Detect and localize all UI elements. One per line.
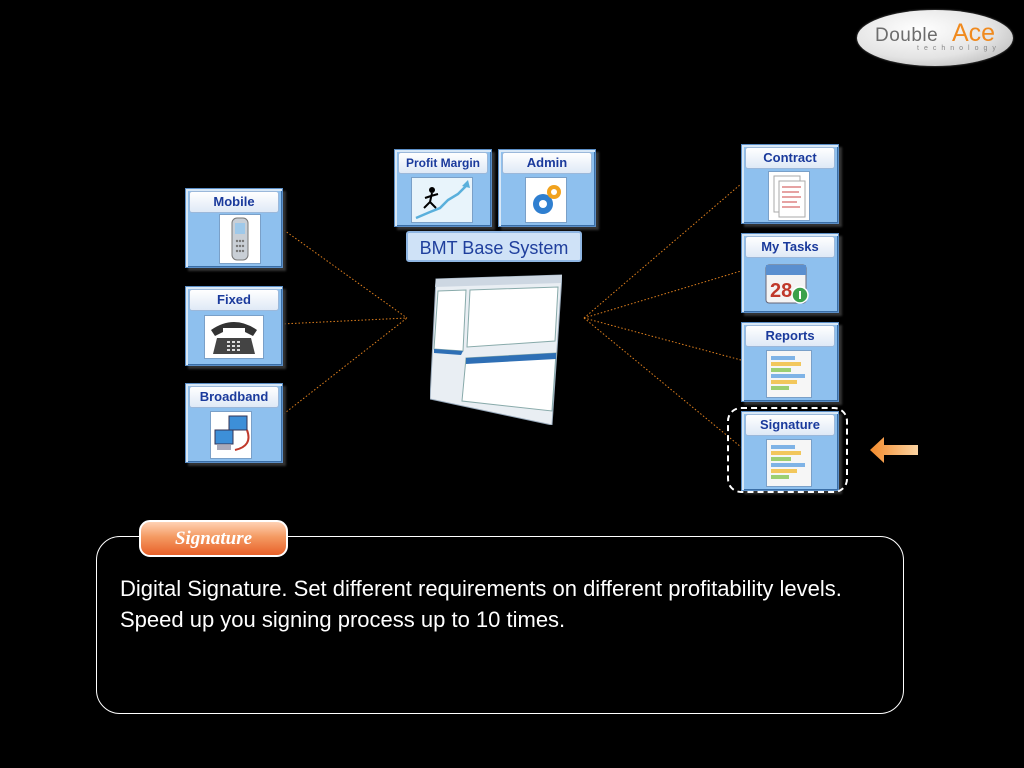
description-panel xyxy=(96,536,904,714)
svg-text:28: 28 xyxy=(770,280,792,302)
logo-tagline: technology xyxy=(917,45,1001,52)
gears-icon xyxy=(525,177,567,223)
connector-mobile xyxy=(280,227,408,319)
module-reports-label: Reports xyxy=(745,325,835,347)
connector-broadband xyxy=(280,317,408,417)
desk-phone-icon xyxy=(204,315,264,359)
network-computers-icon xyxy=(210,411,252,459)
bmt-base-system-label: BMT Base System xyxy=(406,231,582,262)
module-my-tasks[interactable]: My Tasks 28 xyxy=(741,233,839,313)
mobile-phone-icon xyxy=(219,214,261,264)
channel-broadband[interactable]: Broadband xyxy=(185,383,283,463)
pointer-arrow-icon xyxy=(870,436,918,464)
module-contract[interactable]: Contract xyxy=(741,144,839,224)
logo-word-ace: Ace xyxy=(952,19,996,47)
description-text: Digital Signature. Set different require… xyxy=(120,576,842,632)
double-ace-logo: Double Ace technology xyxy=(857,10,1013,66)
channel-fixed-label: Fixed xyxy=(189,289,279,311)
connector-fixed xyxy=(280,317,408,325)
signature-report-icon xyxy=(766,439,812,487)
module-signature[interactable]: Signature xyxy=(741,411,839,491)
module-profit-margin[interactable]: Profit Margin xyxy=(394,149,492,227)
logo-word-double: Double xyxy=(875,25,939,46)
connector-signature xyxy=(583,317,742,448)
module-signature-label: Signature xyxy=(745,414,835,436)
module-contract-label: Contract xyxy=(745,147,835,169)
calendar-icon: 28 xyxy=(764,261,810,307)
connector-contract xyxy=(583,183,742,319)
module-admin[interactable]: Admin xyxy=(498,149,596,227)
module-profit-margin-label: Profit Margin xyxy=(398,152,488,174)
bmt-application-screenshot xyxy=(429,273,563,426)
connector-my-tasks xyxy=(583,270,742,319)
channel-mobile-label: Mobile xyxy=(189,191,279,213)
profit-chart-icon xyxy=(411,177,473,223)
channel-fixed[interactable]: Fixed xyxy=(185,286,283,366)
channel-mobile[interactable]: Mobile xyxy=(185,188,283,268)
channel-broadband-label: Broadband xyxy=(189,386,279,408)
signature-highlight-frame xyxy=(727,407,848,493)
module-reports[interactable]: Reports xyxy=(741,322,839,402)
module-my-tasks-label: My Tasks xyxy=(745,236,835,258)
connector-reports xyxy=(583,317,742,361)
contract-document-icon xyxy=(768,171,810,221)
module-admin-label: Admin xyxy=(502,152,592,174)
description-title-tab: Signature xyxy=(139,520,288,557)
report-icon xyxy=(766,350,812,398)
